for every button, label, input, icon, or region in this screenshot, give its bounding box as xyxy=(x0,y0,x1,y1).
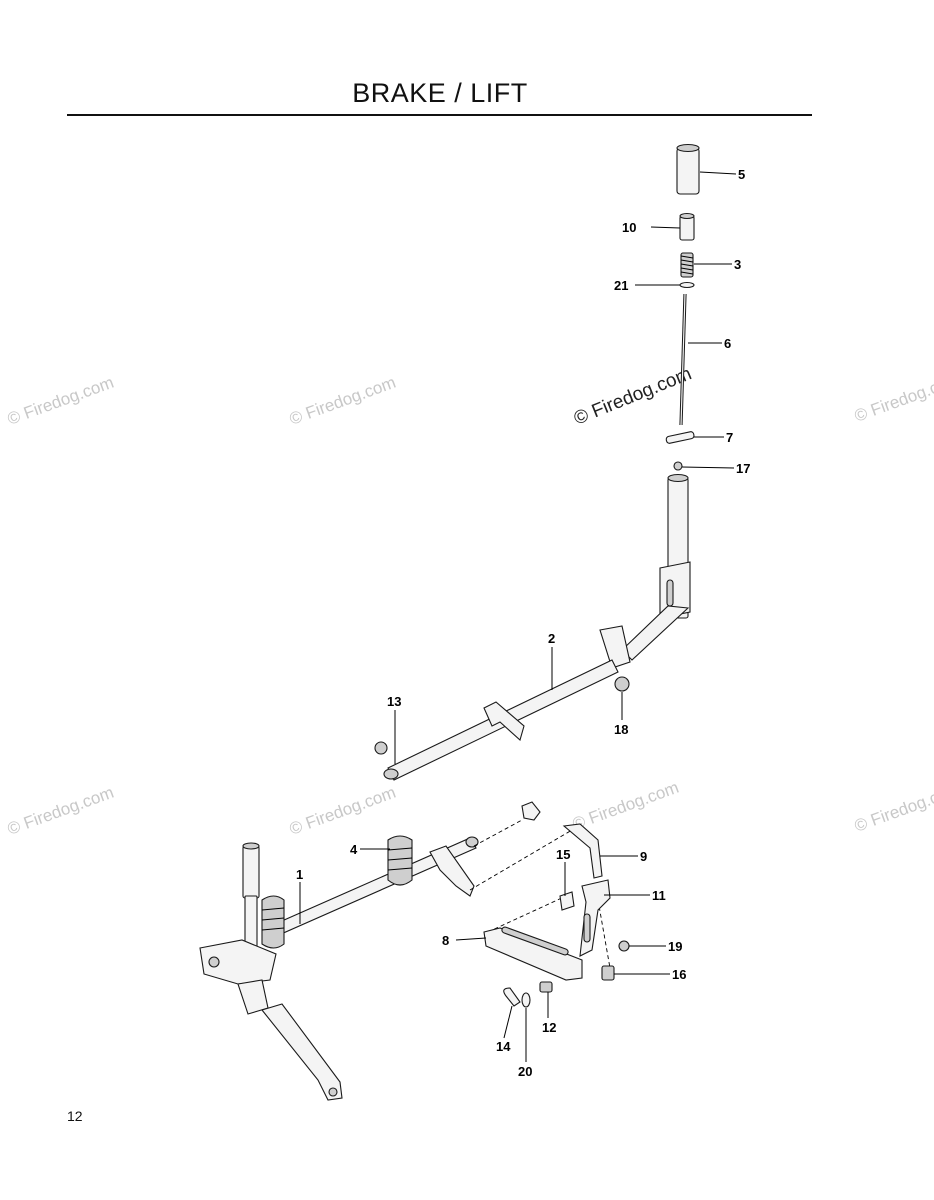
callout-label: 3 xyxy=(734,257,741,272)
callout-label: 15 xyxy=(556,847,570,862)
page-title: BRAKE / LIFT xyxy=(352,78,528,108)
callout-label: 5 xyxy=(738,167,745,182)
callout-label: 16 xyxy=(672,967,686,982)
part-17-nut xyxy=(673,461,683,471)
callout-label: 21 xyxy=(614,278,628,293)
callout-label: 17 xyxy=(736,461,750,476)
pedal-bracket-assembly xyxy=(199,842,343,1101)
part-6-rod xyxy=(679,293,687,426)
part-5-knob xyxy=(676,143,700,195)
part-16-nut xyxy=(601,965,615,981)
part-2-lift-shaft xyxy=(383,473,691,781)
callout-label: 10 xyxy=(622,220,636,235)
part-20-washer xyxy=(521,992,531,1008)
part-nut-top xyxy=(521,801,541,821)
part-8-link-plate xyxy=(483,926,583,981)
part-12-bolt xyxy=(539,981,553,993)
watermark-text: © Firedog.com xyxy=(287,373,398,429)
callout-label: 6 xyxy=(724,336,731,351)
alignment-lines xyxy=(469,819,611,969)
watermark-text: © Firedog.com xyxy=(570,778,681,834)
part-1-brake-shaft xyxy=(265,836,479,939)
part-18-nut xyxy=(614,676,630,692)
title-rule xyxy=(67,114,812,116)
watermark-text: © Firedog.com xyxy=(287,783,398,839)
part-14-clip xyxy=(503,987,521,1007)
leader-lines xyxy=(299,171,737,1062)
part-11-lever xyxy=(579,879,611,957)
part-15-bolt xyxy=(559,891,575,911)
part-13-nut xyxy=(374,741,388,755)
page-number: 12 xyxy=(67,1108,83,1124)
part-21-washer xyxy=(679,281,695,289)
callout-label: 20 xyxy=(518,1064,532,1079)
callout-label: 4 xyxy=(350,842,358,857)
watermark-text: © Firedog.com xyxy=(852,780,934,836)
callout-label: 8 xyxy=(442,933,449,948)
callout-label: 13 xyxy=(387,694,401,709)
watermark-text: © Firedog.com xyxy=(571,363,695,429)
watermark-text: © Firedog.com xyxy=(5,783,116,839)
part-19-nut xyxy=(618,940,630,952)
part-9-link-rod xyxy=(562,823,603,879)
callout-label: 9 xyxy=(640,849,647,864)
part-10-sleeve xyxy=(679,212,695,241)
callout-label: 19 xyxy=(668,939,682,954)
callout-label: 11 xyxy=(652,888,666,903)
part-4-boot xyxy=(387,835,413,886)
watermark-text: © Firedog.com xyxy=(5,373,116,429)
callout-label: 12 xyxy=(542,1020,556,1035)
watermark-text: © Firedog.com xyxy=(852,370,934,426)
callout-label: 1 xyxy=(296,867,303,882)
callout-label: 7 xyxy=(726,430,733,445)
callout-labels: 5 10 3 21 6 7 17 2 13 18 4 1 15 9 11 8 1… xyxy=(296,167,750,1079)
part-3-spring xyxy=(680,252,694,278)
part-7-pin xyxy=(665,431,695,444)
callout-label: 14 xyxy=(496,1039,511,1054)
callout-label: 2 xyxy=(548,631,555,646)
watermark-layer: © Firedog.com © Firedog.com © Firedog.co… xyxy=(5,363,934,838)
callout-label: 18 xyxy=(614,722,628,737)
